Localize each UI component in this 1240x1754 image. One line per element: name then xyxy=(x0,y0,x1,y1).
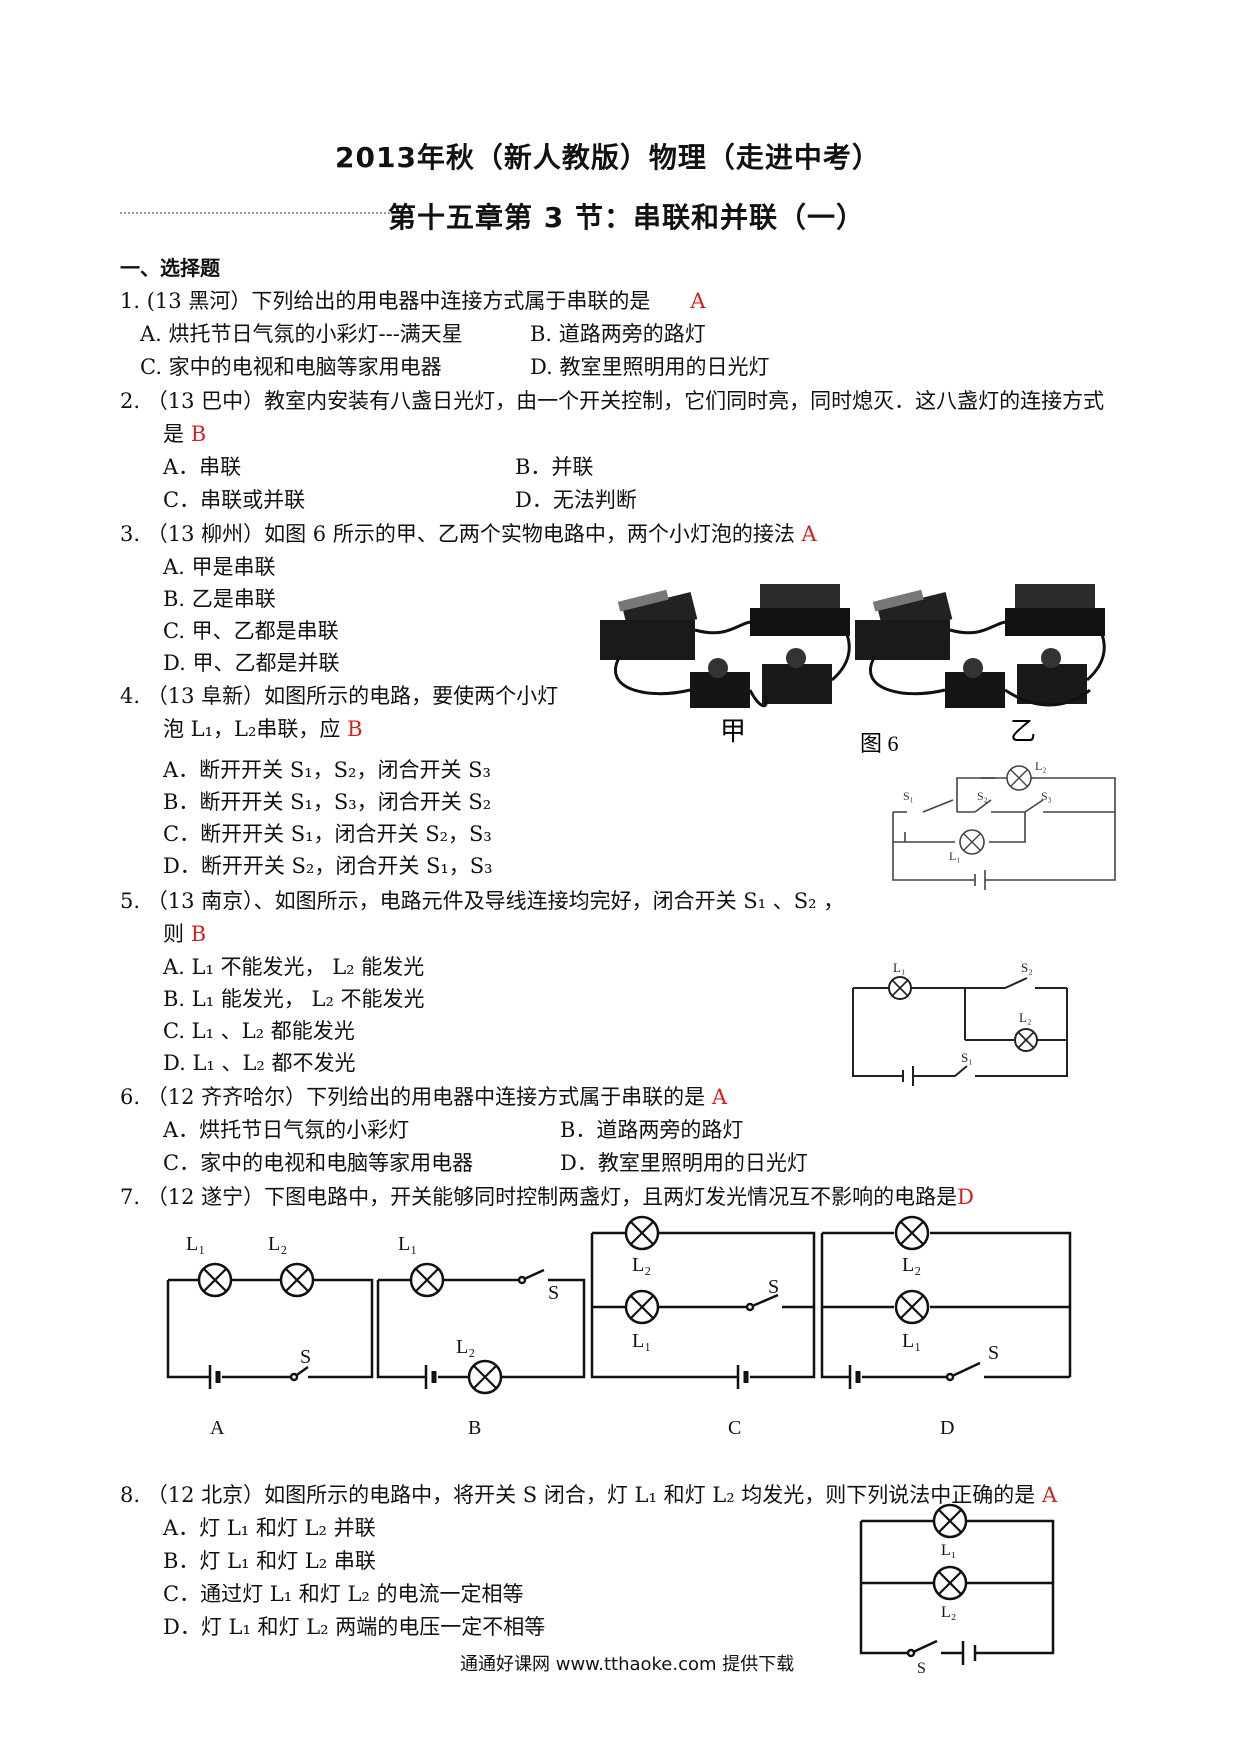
svg-text:S₃: S₃ xyxy=(1041,789,1052,803)
svg-text:L₂: L₂ xyxy=(456,1336,475,1358)
figure-label-jia: 甲 xyxy=(720,717,746,746)
option: C. 甲、乙都是串联 xyxy=(163,619,339,643)
svg-text:L₂: L₂ xyxy=(632,1254,651,1276)
option: B. 乙是串联 xyxy=(163,587,276,611)
option: A. 烘托节日气氛的小彩灯---满天星 xyxy=(140,322,463,346)
svg-text:S: S xyxy=(300,1346,311,1368)
question-3-stem: 3. （13 柳州）如图 6 所示的甲、乙两个实物电路中，两个小灯泡的接法 A xyxy=(120,522,817,546)
circuit-caption: B xyxy=(468,1417,481,1439)
question-2-stem: 2. （13 巴中）教室内安装有八盏日光灯，由一个开关控制，它们同时亮，同时熄灭… xyxy=(120,389,1105,413)
figure-label-yi: 乙 xyxy=(1010,717,1036,746)
option: D. 教室里照明用的日光灯 xyxy=(530,355,770,379)
question-4-stem: 4. （13 阜新）如图所示的电路，要使两个小灯 xyxy=(120,684,559,708)
svg-text:L₁: L₁ xyxy=(902,1330,921,1352)
question-5-circuit: L₁ S₂ L₂ S₁ xyxy=(852,960,1068,1086)
dotted-rule xyxy=(120,212,390,214)
question-1-stem: 1. (13 黑河）下列给出的用电器中连接方式属于串联的是 A xyxy=(120,289,706,313)
option: D. 甲、乙都是并联 xyxy=(163,651,340,675)
option: C．家中的电视和电脑等家用电器 xyxy=(163,1151,474,1175)
option: C．串联或并联 xyxy=(163,488,306,512)
answer-mark: A xyxy=(690,289,706,313)
svg-text:S₂: S₂ xyxy=(1021,960,1033,975)
question-7-circuits: L₁ L₂ S L₁ S L₂ L₂ S L₁ L₂ L₁ S A B C D xyxy=(166,1215,1072,1439)
circuit-yi-photo xyxy=(855,584,1106,708)
option: B. 道路两旁的路灯 xyxy=(530,322,706,346)
option: C. L₁ 、L₂ 都能发光 xyxy=(163,1019,355,1043)
svg-text:L₁: L₁ xyxy=(632,1330,651,1352)
svg-text:L₂: L₂ xyxy=(1019,1010,1031,1025)
option: B. L₁ 能发光， L₂ 不能发光 xyxy=(163,987,425,1011)
option: D．教室里照明用的日光灯 xyxy=(560,1151,808,1175)
option: D．断开开关 S₂，闭合开关 S₁，S₃ xyxy=(163,854,493,878)
circuit-caption: C xyxy=(728,1417,741,1439)
option: B．并联 xyxy=(515,455,594,479)
svg-text:L₁: L₁ xyxy=(941,1542,956,1559)
svg-text:S: S xyxy=(988,1342,999,1364)
answer-mark: B xyxy=(190,922,207,946)
answer-mark: A xyxy=(1041,1483,1058,1507)
question-8-stem: 8. （12 北京）如图所示的电路中，将开关 S 闭合，灯 L₁ 和灯 L₂ 均… xyxy=(120,1483,1058,1507)
option: C．断开开关 S₁，闭合开关 S₂，S₃ xyxy=(163,822,492,846)
page-title: 2013年秋（新人教版）物理（走进中考） xyxy=(335,141,881,174)
circuit-caption: D xyxy=(940,1417,954,1439)
option: C. 家中的电视和电脑等家用电器 xyxy=(140,355,442,379)
option: C．通过灯 L₁ 和灯 L₂ 的电流一定相等 xyxy=(163,1582,524,1606)
page-subtitle: 第十五章第 3 节：串联和并联（一） xyxy=(388,201,865,234)
option: D．灯 L₁ 和灯 L₂ 两端的电压一定不相等 xyxy=(163,1615,546,1639)
question-4-stem-cont: 泡 L₁，L₂串联，应 B xyxy=(163,717,363,741)
svg-text:L₂: L₂ xyxy=(268,1233,287,1255)
svg-text:L₂: L₂ xyxy=(1035,759,1047,773)
question-5-stem: 5. （13 南京）、如图所示，电路元件及导线连接均完好，闭合开关 S₁ 、S₂… xyxy=(120,889,845,913)
answer-mark: B xyxy=(190,422,207,446)
circuit-caption: A xyxy=(210,1417,225,1439)
answer-mark: A xyxy=(711,1085,727,1109)
svg-text:S₁: S₁ xyxy=(903,789,914,803)
option: D. L₁ 、L₂ 都不发光 xyxy=(163,1051,356,1075)
svg-text:L₁: L₁ xyxy=(398,1233,417,1255)
svg-text:L₁: L₁ xyxy=(186,1233,205,1255)
svg-text:L₂: L₂ xyxy=(941,1604,956,1621)
option: A．烘托节日气氛的小彩灯 xyxy=(163,1118,410,1142)
answer-mark: A xyxy=(801,522,817,546)
question-7-stem: 7. （12 遂宁）下图电路中，开关能够同时控制两盏灯，且两灯发光情况互不影响的… xyxy=(120,1185,974,1209)
svg-text:S: S xyxy=(917,1660,926,1677)
option: A. 甲是串联 xyxy=(163,555,276,579)
question-4-circuit: S₁ S₂ S₃ L₂ L₁ xyxy=(892,759,1116,890)
option: B．断开开关 S₁，S₃，闭合开关 S₂ xyxy=(163,790,492,814)
circuit-jia-photo xyxy=(600,584,851,708)
svg-text:S₂: S₂ xyxy=(977,789,988,803)
answer-mark: D xyxy=(957,1185,974,1209)
svg-text:S₁: S₁ xyxy=(961,1050,973,1065)
footer-text: 通通好课网 www.tthaoke.com 提供下载 xyxy=(460,1654,795,1675)
option: A．串联 xyxy=(163,455,242,479)
figure-caption: 图 6 xyxy=(860,731,899,756)
svg-text:S: S xyxy=(548,1282,559,1304)
svg-text:L₁: L₁ xyxy=(893,960,905,975)
question-8-circuit: L₁ L₂ S xyxy=(859,1503,1055,1677)
option: B．道路两旁的路灯 xyxy=(560,1118,744,1142)
question-2-stem-cont: 是 B xyxy=(163,422,207,446)
answer-mark: B xyxy=(347,717,363,741)
option: A．灯 L₁ 和灯 L₂ 并联 xyxy=(163,1516,376,1540)
option: A. L₁ 不能发光， L₂ 能发光 xyxy=(163,955,425,979)
option: D．无法判断 xyxy=(515,488,637,512)
question-6-stem: 6. （12 齐齐哈尔）下列给出的用电器中连接方式属于串联的是 A xyxy=(120,1085,727,1109)
section-heading: 一、选择题 xyxy=(120,256,220,280)
svg-text:L₂: L₂ xyxy=(902,1254,921,1276)
option: B．灯 L₁ 和灯 L₂ 串联 xyxy=(163,1549,376,1573)
figure-6-physical-circuits: 甲 图 6 乙 xyxy=(600,584,1106,756)
option: A．断开开关 S₁，S₂，闭合开关 S₃ xyxy=(163,758,491,782)
svg-text:S: S xyxy=(768,1276,779,1298)
svg-text:L₁: L₁ xyxy=(949,849,961,863)
question-5-stem-cont: 则 B xyxy=(163,922,207,946)
